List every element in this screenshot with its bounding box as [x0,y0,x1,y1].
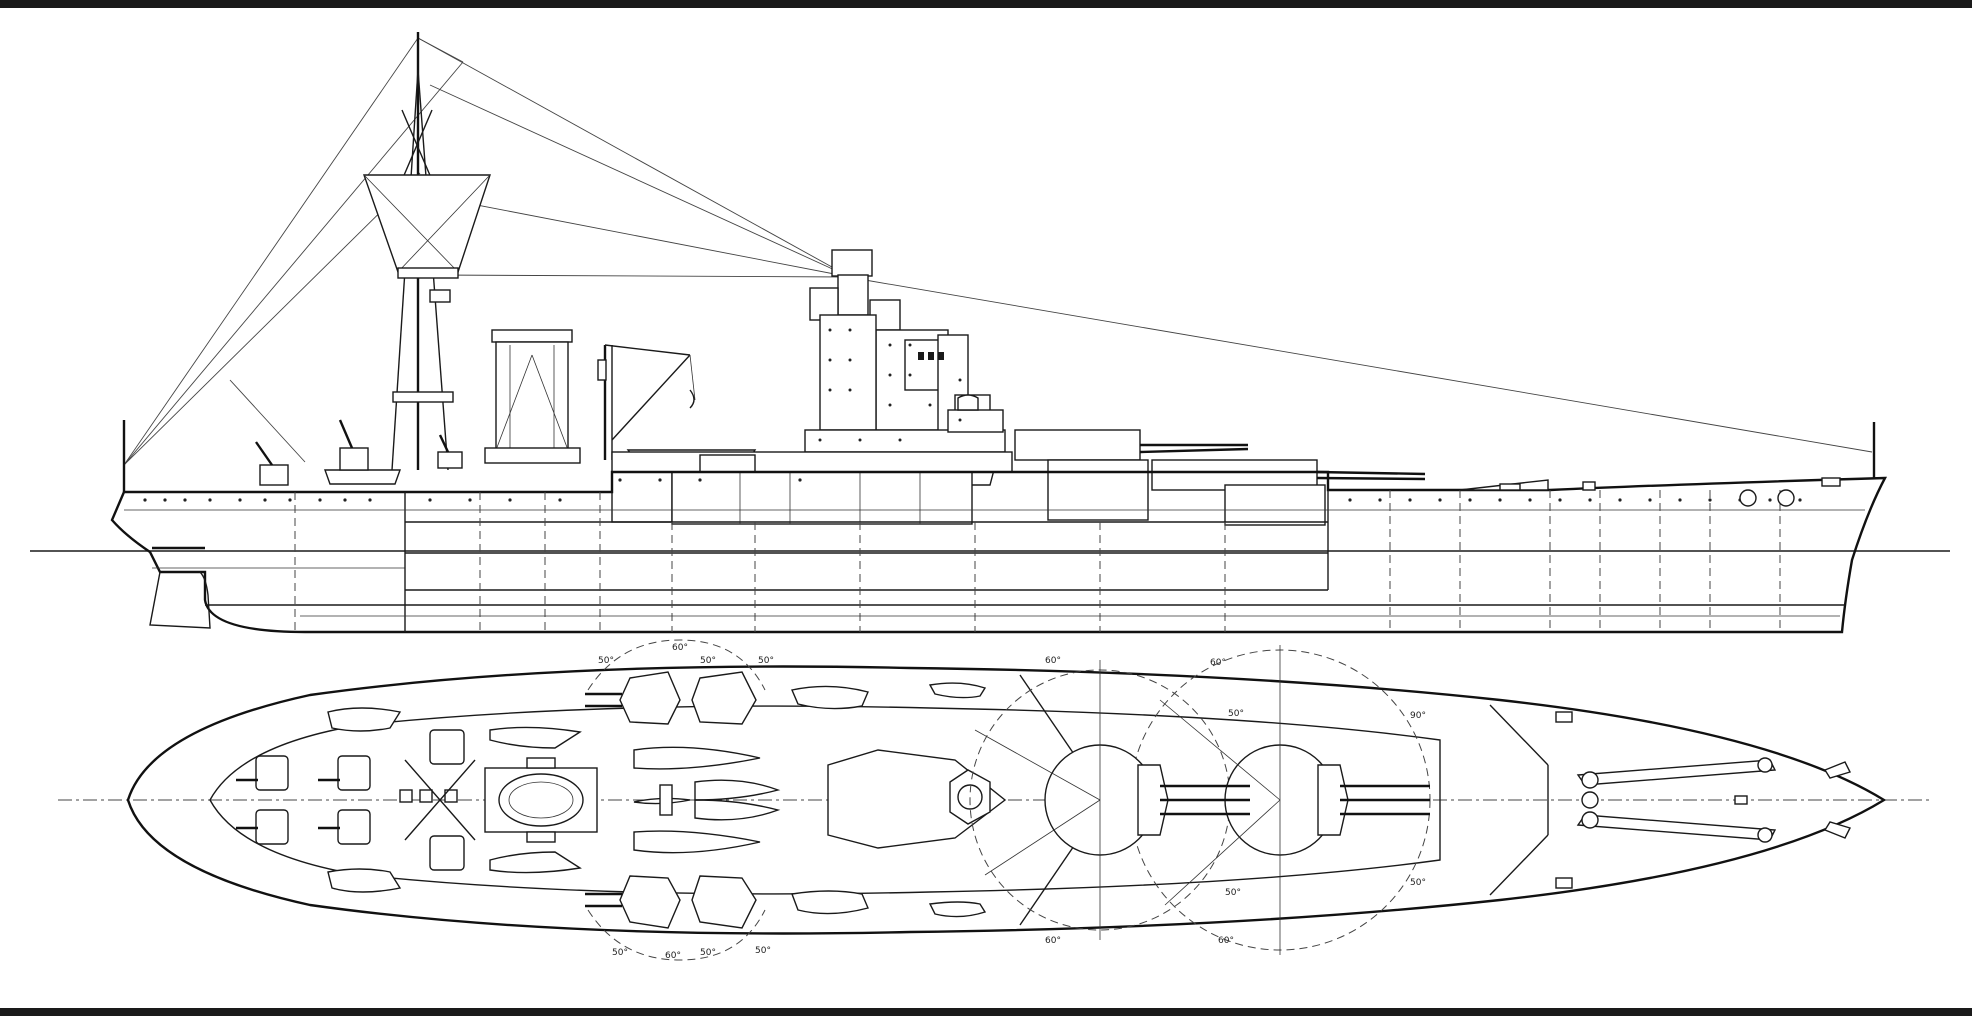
arc-label-ta-side: 50° [1228,709,1244,719]
scuttles-bridge [818,328,962,442]
bridge-plan [827,749,1007,849]
funnel [484,329,581,464]
arc-label-ta-top: 60° [1045,656,1061,666]
arc-label-fp-2: 60° [672,643,688,653]
aa-guns-profile [255,419,463,486]
arc-label-ta-lower: 50° [1225,888,1241,898]
boat-crane [597,344,696,460]
arc-labels: 50° 60° 50° 50° 50° 60° 50° 50° 60° 60° … [598,643,1426,961]
arc-label-tb-bottom: 60° [1218,936,1234,946]
arc-label-ta-bottom: 60° [1045,936,1061,946]
hawse-pipe-2 [1777,489,1795,507]
arc-label-fs-2: 60° [665,951,681,961]
hawse-pipe-1 [1739,489,1757,507]
top-border [0,0,1972,8]
side-profile [30,32,1950,634]
main-turrets-plan [969,645,1431,955]
bridge-tower [804,249,1006,453]
arc-label-fp-3: 50° [700,656,716,666]
aa-positions-plan [236,729,476,871]
plan-view: 50° 60° 50° 50° 50° 60° 50° 50° 60° 60° … [58,639,1930,961]
arc-label-fp-4: 50° [758,656,774,666]
boats-plan [327,682,987,918]
rigging [123,37,1873,466]
skylight [484,757,598,843]
arc-label-fs-3: 50° [700,948,716,958]
secondary-turrets-plan [585,639,766,961]
bottom-border [0,1008,1972,1016]
deckhouse [611,451,1013,525]
arc-label-tb-lower: 50° [1410,878,1426,888]
hull-profile [110,420,1888,634]
main-turrets-profile [1014,429,1426,526]
arc-label-fs-1: 50° [612,948,628,958]
arc-label-fp-1: 50° [598,656,614,666]
arc-label-tb-top: 60° [1210,658,1226,668]
anchor-gear-plan [1555,711,1851,889]
tripod-mast [363,32,491,471]
arc-label-fs-4: 50° [755,946,771,956]
arc-label-tb-side: 90° [1410,711,1426,721]
deck-outline [126,665,1887,935]
